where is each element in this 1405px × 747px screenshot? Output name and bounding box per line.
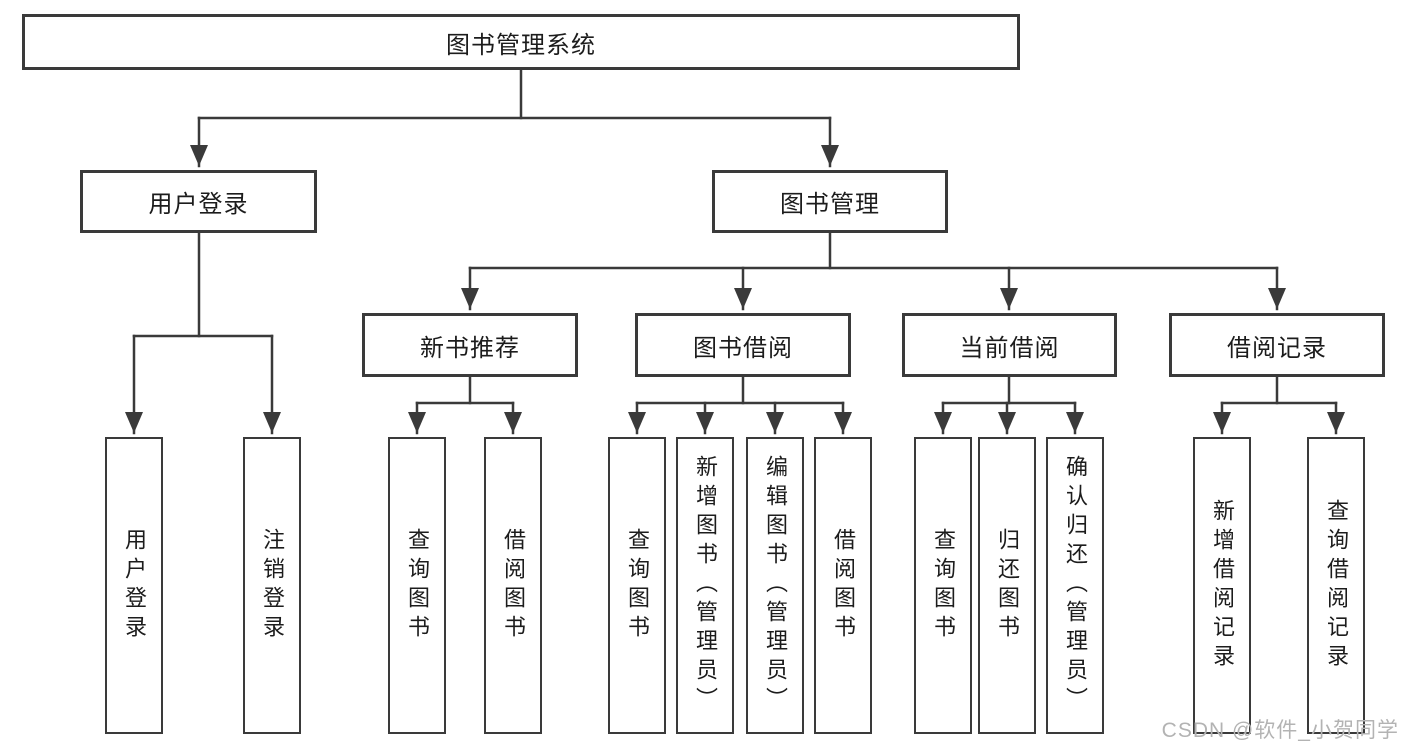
node-library-system: 图书管理系统 xyxy=(22,14,1020,70)
leaf-newbook-borrow-books-label: 借阅图书 xyxy=(501,527,526,644)
node-new-book-recommend-label: 新书推荐 xyxy=(420,334,520,362)
connector-borrow-record-children xyxy=(1213,375,1345,435)
leaf-add-books-admin: 新增图书（管理员） xyxy=(676,437,734,734)
leaf-logout: 注销登录 xyxy=(243,437,301,734)
leaf-borrow-query-books-label: 查询图书 xyxy=(625,527,650,644)
leaf-current-query-books: 查询图书 xyxy=(914,437,972,734)
leaf-query-borrow-record: 查询借阅记录 xyxy=(1307,437,1365,734)
leaf-confirm-return-admin: 确认归还（管理员） xyxy=(1046,437,1104,734)
leaf-user-login: 用户登录 xyxy=(105,437,163,734)
connector-current-borrow-children xyxy=(934,375,1084,435)
leaf-add-borrow-record: 新增借阅记录 xyxy=(1193,437,1251,734)
node-user-login-label: 用户登录 xyxy=(148,191,249,218)
node-user-login: 用户登录 xyxy=(80,170,317,233)
leaf-add-books-admin-label: 新增图书（管理员） xyxy=(693,455,718,716)
leaf-current-query-books-label: 查询图书 xyxy=(931,527,956,644)
node-library-system-label: 图书管理系统 xyxy=(446,31,596,59)
leaf-logout-label: 注销登录 xyxy=(260,527,285,644)
leaf-query-borrow-record-label: 查询借阅记录 xyxy=(1324,498,1349,673)
node-book-management-label: 图书管理 xyxy=(780,191,880,218)
leaf-borrow-books-label: 借阅图书 xyxy=(831,527,856,644)
node-current-borrow-label: 当前借阅 xyxy=(959,334,1060,362)
leaf-borrow-query-books: 查询图书 xyxy=(608,437,666,734)
leaf-newbook-borrow-books: 借阅图书 xyxy=(484,437,542,734)
connector-book-management-children xyxy=(461,231,1286,311)
leaf-add-borrow-record-label: 新增借阅记录 xyxy=(1210,498,1235,673)
leaf-return-books: 归还图书 xyxy=(978,437,1036,734)
leaf-confirm-return-admin-label: 确认归还（管理员） xyxy=(1063,455,1088,716)
leaf-newbook-query-books: 查询图书 xyxy=(388,437,446,734)
node-borrow-record-label: 借阅记录 xyxy=(1227,334,1327,362)
connector-root-to-level2 xyxy=(190,68,839,168)
leaf-edit-books-admin: 编辑图书（管理员） xyxy=(746,437,804,734)
leaf-newbook-query-books-label: 查询图书 xyxy=(405,527,430,644)
leaf-borrow-books: 借阅图书 xyxy=(814,437,872,734)
node-borrow-record: 借阅记录 xyxy=(1169,313,1385,377)
connector-user-login-children xyxy=(125,231,281,435)
node-current-borrow: 当前借阅 xyxy=(902,313,1117,377)
node-new-book-recommend: 新书推荐 xyxy=(362,313,578,377)
connector-book-borrow-children xyxy=(628,375,852,435)
leaf-return-books-label: 归还图书 xyxy=(995,527,1020,644)
node-book-management: 图书管理 xyxy=(712,170,948,233)
leaf-edit-books-admin-label: 编辑图书（管理员） xyxy=(763,455,788,716)
node-book-borrow: 图书借阅 xyxy=(635,313,851,377)
leaf-user-login-label: 用户登录 xyxy=(122,527,147,644)
connector-new-book-children xyxy=(408,375,522,435)
node-book-borrow-label: 图书借阅 xyxy=(693,334,793,362)
